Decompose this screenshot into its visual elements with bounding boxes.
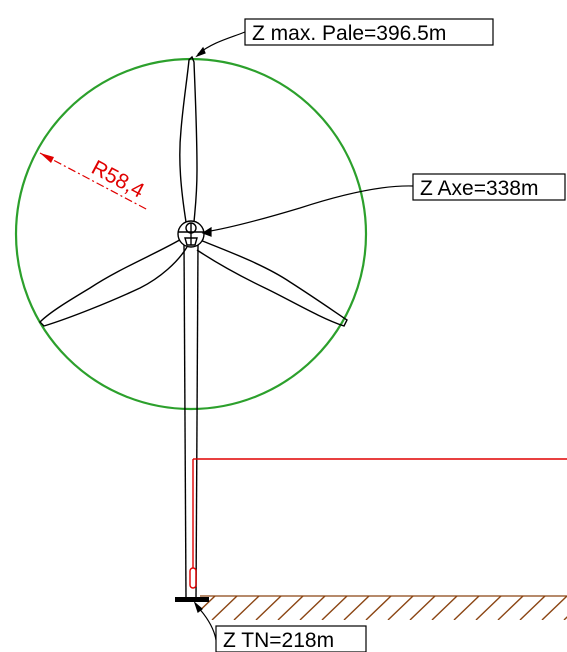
label-z-axis: Z Axe=338m (412, 173, 566, 201)
rotor-swept-circle (14, 57, 368, 411)
leader-z-max (195, 31, 246, 58)
leader-z-ground (193, 601, 217, 641)
label-z-axis-text: Z Axe=338m (420, 177, 538, 200)
blade-top (179, 55, 198, 223)
leader-z-axis (201, 185, 414, 237)
label-z-max: Z max. Pale=396.5m (244, 18, 494, 46)
radius-dimension: R58,4 (39, 152, 149, 211)
tower (183, 243, 199, 599)
radius-label: R58,4 (88, 156, 149, 203)
label-z-ground-text: Z TN=218m (223, 629, 334, 652)
label-z-max-text: Z max. Pale=396.5m (252, 22, 446, 45)
tower-base (175, 597, 209, 602)
blade-right (196, 239, 348, 327)
hub (177, 220, 205, 248)
label-z-ground: Z TN=218m (215, 625, 367, 652)
red-reference-line (189, 458, 567, 589)
blade-left (39, 237, 188, 327)
ground-hatching (200, 596, 567, 620)
